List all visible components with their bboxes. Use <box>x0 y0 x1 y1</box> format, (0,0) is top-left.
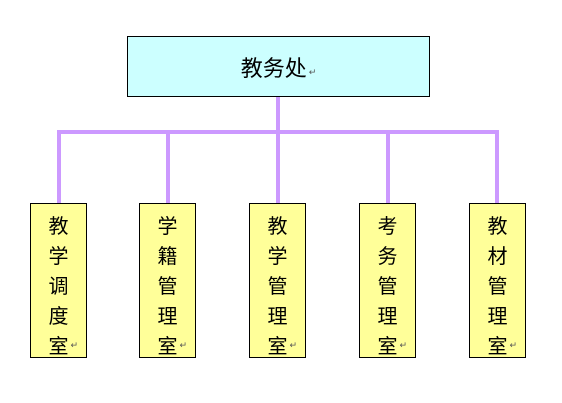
root-node-label: 教务处 <box>240 56 307 82</box>
label-char: 管 <box>267 274 288 298</box>
label-char: 室 <box>267 334 288 358</box>
child-node-label: 教学调度室 <box>49 211 69 361</box>
child-node-label: 教学管理室 <box>268 211 288 361</box>
label-char: 教 <box>48 214 69 238</box>
child-node-1: 教学调度室 ↵ <box>30 203 87 358</box>
paragraph-mark-icon: ↵ <box>399 341 407 351</box>
child-node-label: 考务管理室 <box>378 211 398 361</box>
child-node-3: 教学管理室 ↵ <box>249 203 306 358</box>
label-char: 室 <box>157 334 178 358</box>
label-char: 学 <box>267 244 288 268</box>
label-char: 学 <box>48 244 69 268</box>
label-char: 管 <box>157 274 178 298</box>
label-char: 材 <box>487 244 508 268</box>
label-char: 考 <box>377 214 398 238</box>
label-char: 调 <box>48 274 69 298</box>
child-node-5: 教材管理室 ↵ <box>469 203 526 358</box>
label-char: 籍 <box>157 244 178 268</box>
child-node-label: 学籍管理室 <box>158 211 178 361</box>
paragraph-mark-icon: ↵ <box>289 341 297 351</box>
child-node-2: 学籍管理室 ↵ <box>139 203 196 358</box>
label-char: 务 <box>377 244 398 268</box>
child-node-label: 教材管理室 <box>488 211 508 361</box>
label-char: 教 <box>267 214 288 238</box>
root-node: 教务处 ↵ <box>127 36 430 97</box>
label-char: 室 <box>48 334 69 358</box>
child-node-4: 考务管理室 ↵ <box>359 203 416 358</box>
label-char: 室 <box>487 334 508 358</box>
label-char: 度 <box>48 304 69 328</box>
label-char: 理 <box>487 304 508 328</box>
paragraph-mark-icon: ↵ <box>509 341 517 351</box>
label-char: 理 <box>157 304 178 328</box>
label-char: 管 <box>487 274 508 298</box>
label-char: 教 <box>487 214 508 238</box>
label-char: 管 <box>377 274 398 298</box>
label-char: 室 <box>377 334 398 358</box>
label-char: 理 <box>267 304 288 328</box>
paragraph-mark-icon: ↵ <box>179 341 187 351</box>
label-char: 学 <box>157 214 178 238</box>
label-char: 理 <box>377 304 398 328</box>
paragraph-mark-icon: ↵ <box>308 68 317 78</box>
paragraph-mark-icon: ↵ <box>70 341 78 351</box>
